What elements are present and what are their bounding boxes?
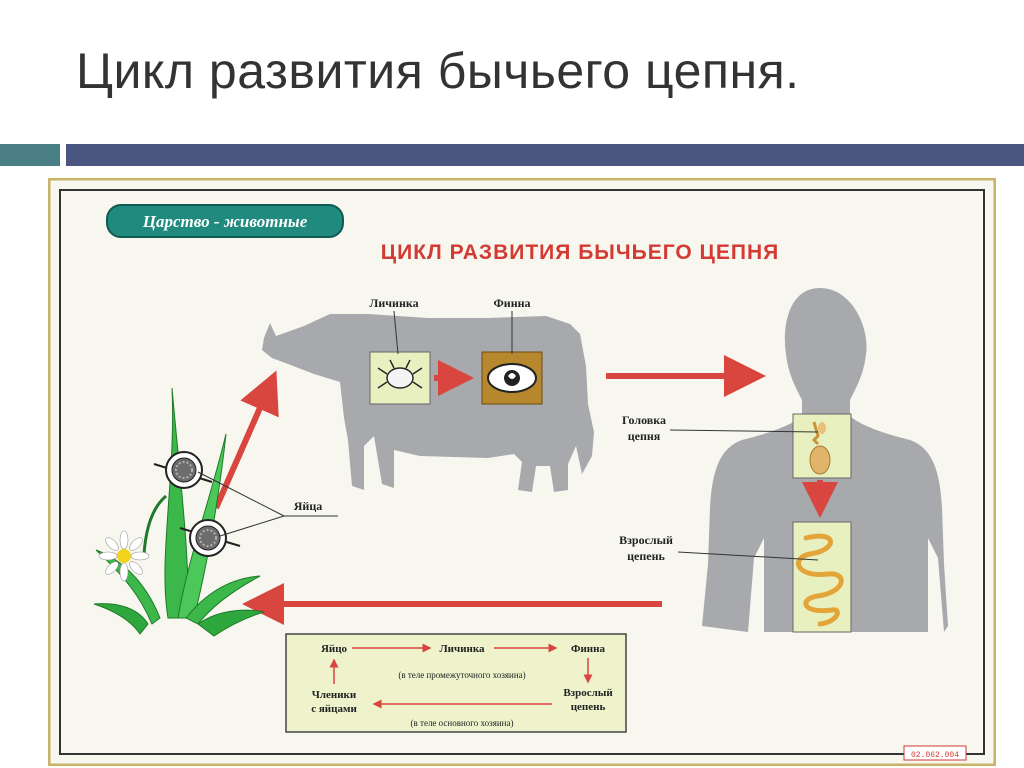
finna-label: Финна (493, 296, 530, 310)
kingdom-badge: Царство - животные (106, 204, 344, 238)
larva-label: Личинка (369, 296, 418, 310)
scheme-egg: Яйцо (321, 643, 348, 655)
adult-label-line2: цепень (627, 549, 665, 563)
head-pointer (669, 429, 819, 433)
code-stamp (903, 745, 967, 761)
cycle-scheme-box (285, 633, 627, 733)
scheme-adult-line2: цепень (571, 701, 606, 713)
scheme-intermediate-host: (в теле промежуточного хозяина) (398, 670, 525, 680)
lifecycle-poster: Царство - животные ЦИКЛ РАЗВИТИЯ БЫЧЬЕГО… (48, 178, 996, 766)
adult-label-line1: Взрослый (619, 533, 673, 547)
poster-heading: ЦИКЛ РАЗВИТИЯ БЫЧЬЕГО ЦЕПНЯ (381, 241, 779, 264)
kingdom-badge-label: Царство - животные (142, 212, 308, 231)
scheme-adult-line1: Взрослый (563, 687, 613, 699)
head-label-line1: Головка (622, 413, 666, 427)
code-stamp-label: 02.062.004 (911, 751, 959, 760)
eggs-label: Яйца (294, 499, 323, 513)
eggs-pointer-lower (219, 515, 285, 537)
larva-pointer (393, 310, 399, 355)
scheme-segments-line2: с яйцами (311, 703, 357, 715)
adult-pointer (677, 551, 819, 561)
daisy-flower (98, 530, 150, 582)
egg-lower (179, 519, 241, 557)
accent-bar-teal (0, 144, 60, 166)
adult-tapeworm-icon (796, 533, 844, 627)
egg-upper (153, 451, 213, 489)
head-label-line2: цепня (628, 429, 661, 443)
scheme-larva: Личинка (439, 643, 485, 655)
finna-icon (487, 363, 537, 393)
slide-title: Цикл развития бычьего цепня. (76, 43, 800, 99)
larva-icon (377, 359, 423, 389)
scheme-finna: Финна (571, 643, 605, 655)
tapeworm-head-icon (809, 421, 831, 475)
scheme-main-host: (в теле основного хозяина) (411, 718, 514, 728)
scheme-segments-line1: Членики (312, 689, 357, 701)
poster-inner-border (59, 189, 985, 755)
eggs-pointer-upper (197, 471, 285, 517)
plant-illustration (93, 387, 265, 637)
accent-bar-navy (66, 144, 1024, 166)
